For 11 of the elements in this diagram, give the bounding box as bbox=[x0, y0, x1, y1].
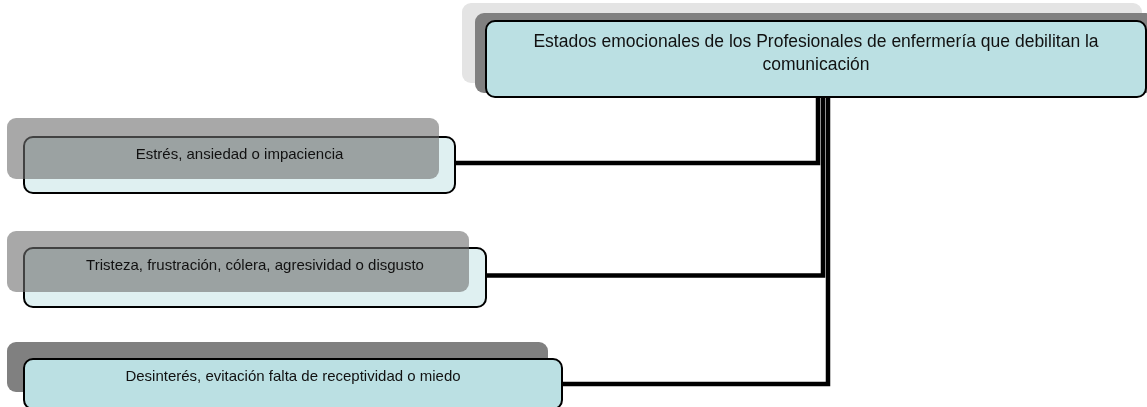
box-text: Estados emocionales de los Profesionales de enfermería que debilitan la comunicación bbox=[532, 30, 1100, 76]
connector-line bbox=[487, 98, 826, 278]
connector-line bbox=[563, 98, 831, 387]
box-text: Tristeza, frustración, cólera, agresividad o disgusto bbox=[86, 255, 424, 275]
box-text: Desinterés, evitación falta de receptividad o miedo bbox=[125, 366, 461, 386]
category-box bbox=[23, 136, 456, 194]
connector-line bbox=[456, 98, 821, 166]
box-text: Estrés, ansiedad o impaciencia bbox=[135, 144, 344, 164]
category-box bbox=[485, 20, 1147, 98]
category-box bbox=[23, 247, 487, 308]
category-box bbox=[23, 358, 563, 407]
